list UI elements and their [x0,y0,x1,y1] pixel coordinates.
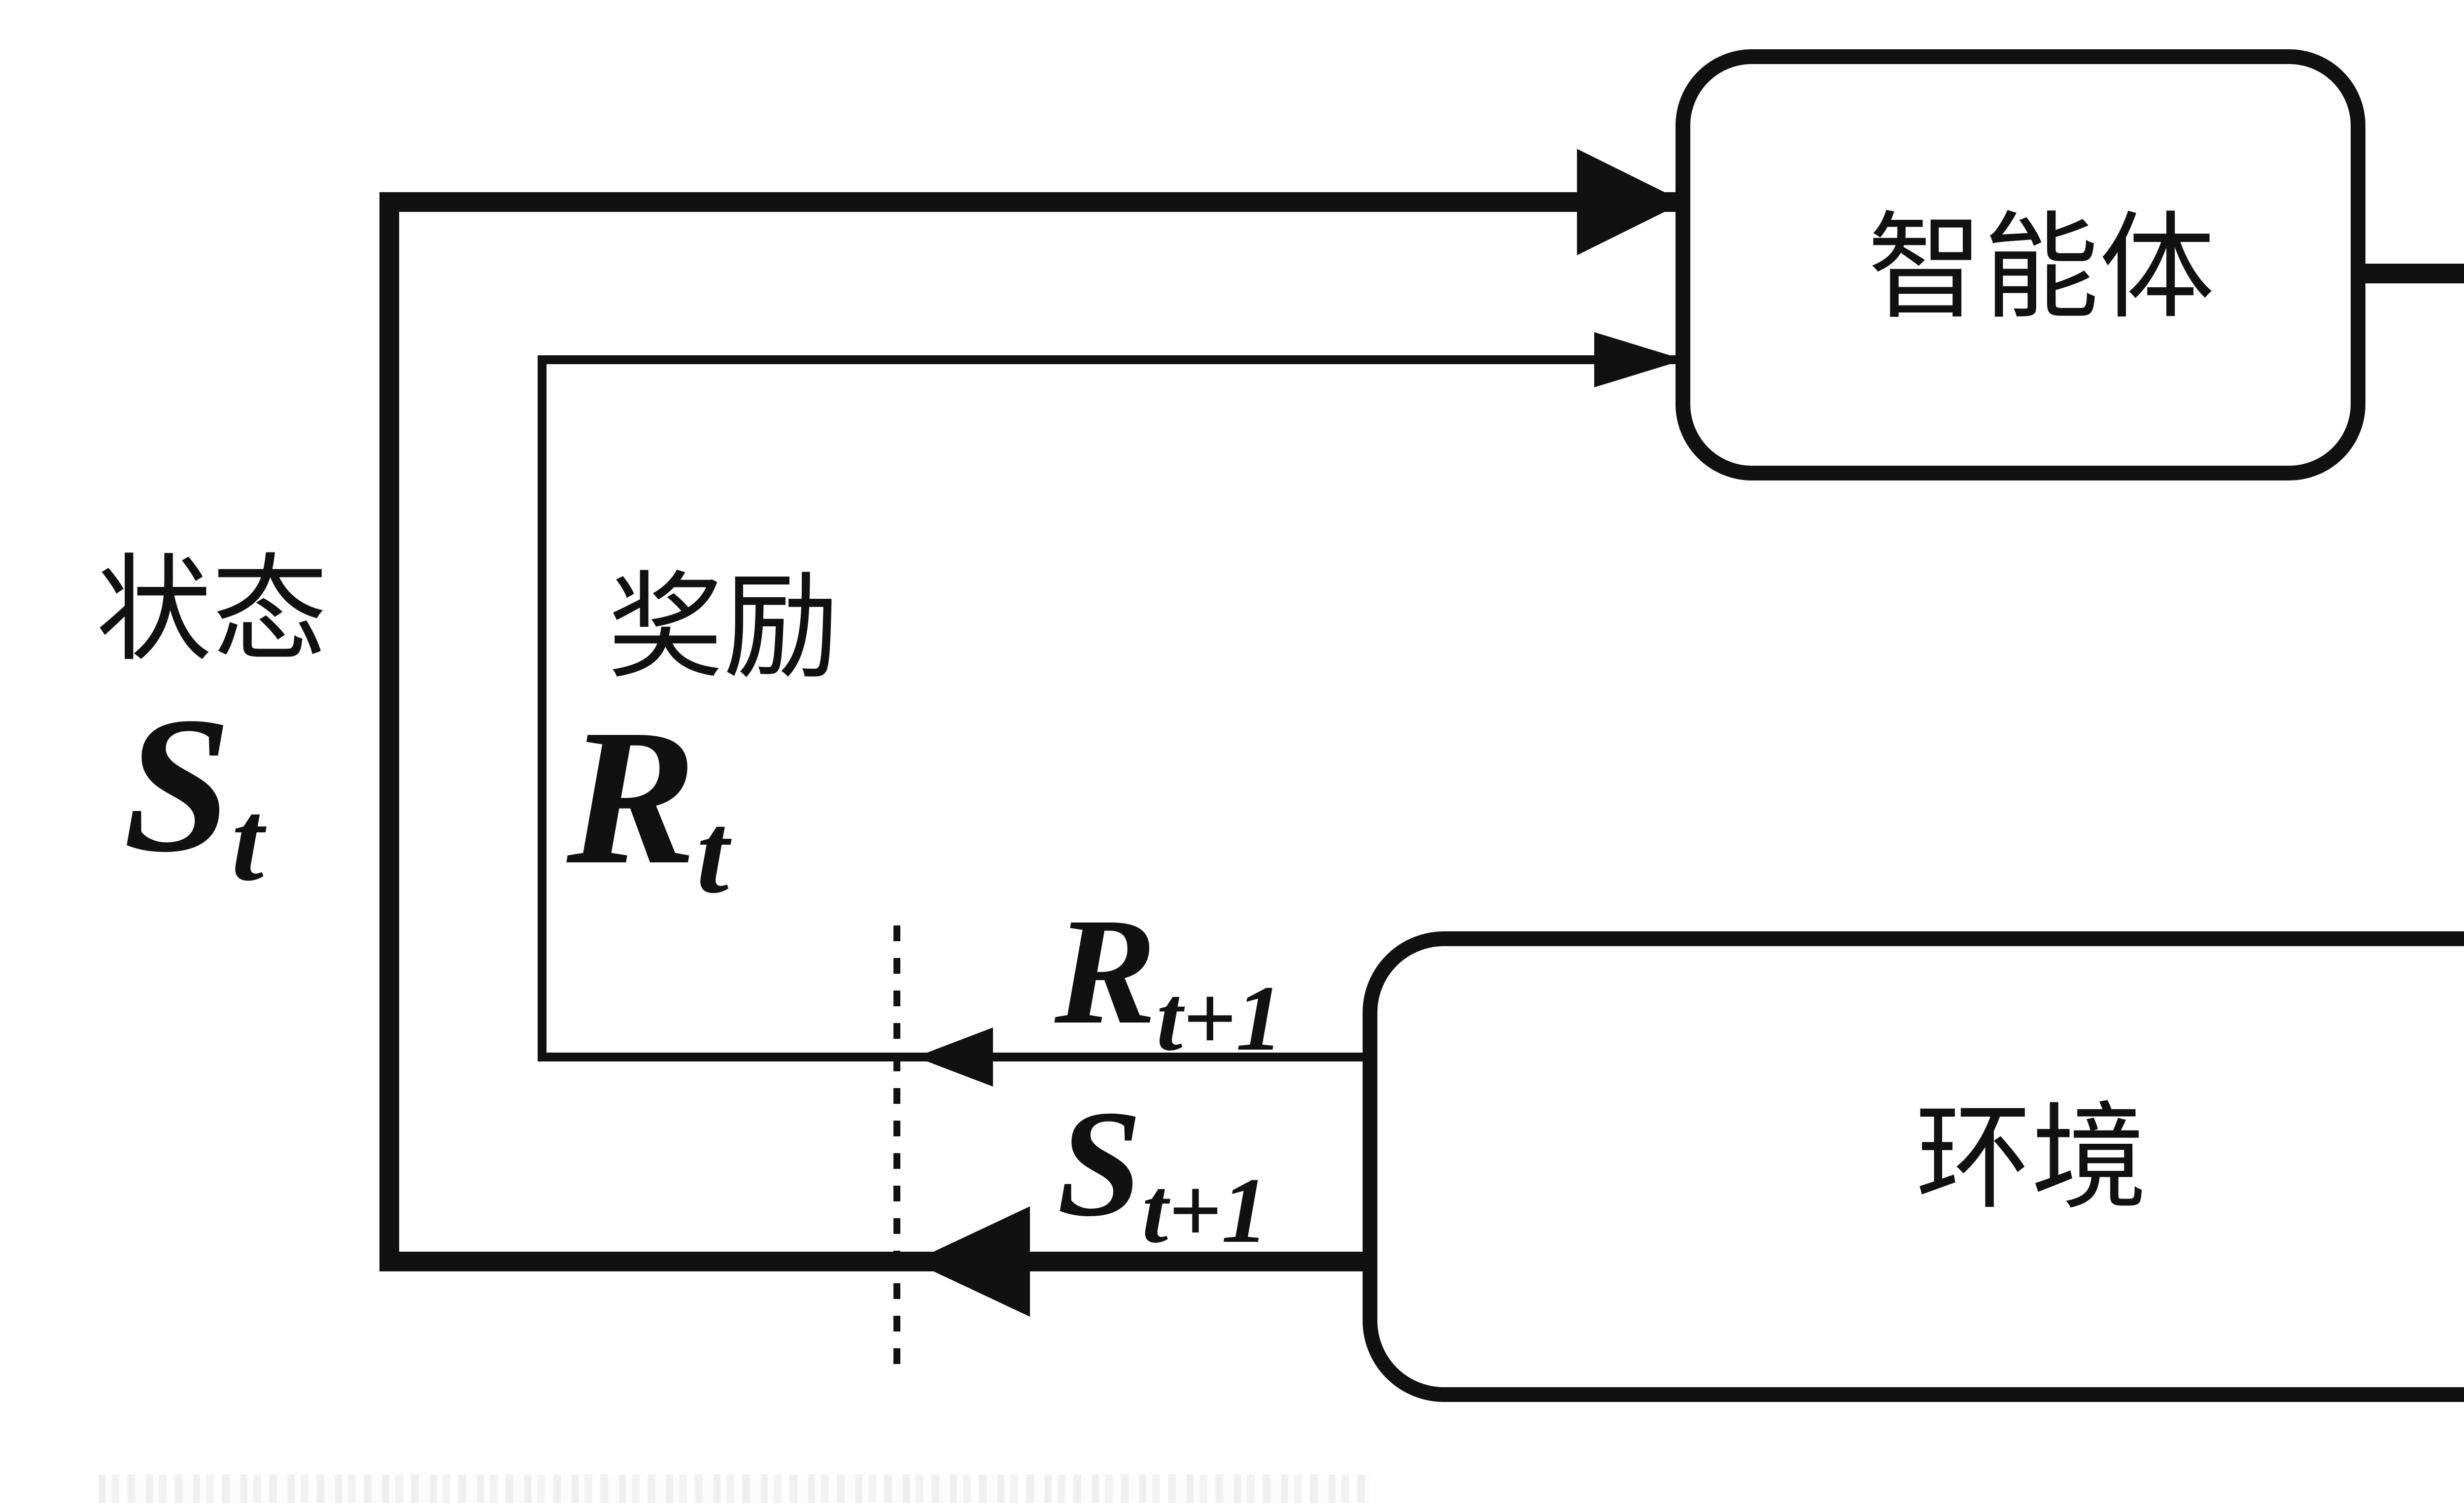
environment-box [1363,931,2464,1402]
state-word-label: 状态 [96,547,328,675]
state-symbol-sub: t [232,777,267,905]
next-reward-symbol-main: R [1052,887,1157,1056]
reward-into-agent-arrowhead [1594,332,1684,387]
next-state-symbol: St+1 [1057,1079,1268,1263]
state-into-agent-arrowhead [1577,149,1684,255]
reward-word-label: 奖励 [608,564,839,692]
cropped-caption-remnant [99,1474,1370,1503]
state-feedback-line [379,192,1676,1271]
reward-symbol-main: R [564,689,697,905]
state-symbol-main: S [123,677,232,892]
reward-symbol: Rt [564,689,732,917]
next-reward-symbol-sub: t+1 [1157,967,1283,1070]
next-state-symbol-sub: t+1 [1142,1159,1268,1263]
next-reward-arrowhead [916,1027,993,1087]
environment-label: 环境 [1916,1095,2147,1223]
state-symbol: St [123,677,267,905]
agent-box [1676,49,2365,480]
reward-symbol-sub: t [696,789,732,917]
next-state-symbol-main: S [1057,1079,1142,1248]
next-state-arrowhead [913,1206,1030,1317]
next-reward-symbol: Rt+1 [1052,887,1283,1070]
agent-label: 智能体 [1868,205,2215,333]
